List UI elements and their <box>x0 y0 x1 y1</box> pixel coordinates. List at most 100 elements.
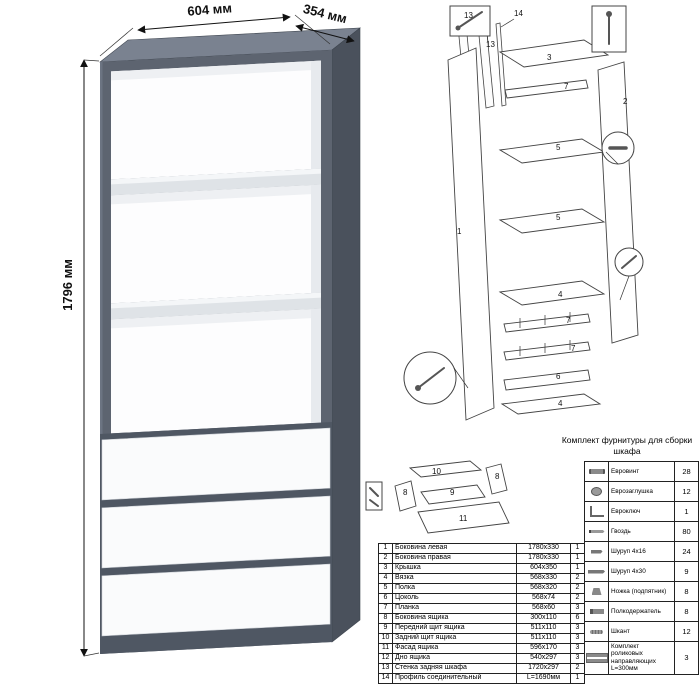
name-cell: Крышка <box>392 563 517 574</box>
part-number-label: 6 <box>556 372 561 381</box>
shelf-compartment <box>111 60 321 180</box>
hexkey-icon <box>589 506 604 517</box>
icon-cell <box>584 481 609 502</box>
name-cell: Шуруп 4x16 <box>608 541 675 562</box>
name-cell: Стенка задняя шкафа <box>392 663 517 674</box>
name-cell: Боковина ящика <box>392 613 517 624</box>
width-dimension: 604 мм <box>99 0 331 57</box>
nail-icon <box>588 530 605 533</box>
part-number-label: 14 <box>514 9 523 18</box>
name-cell: Задний щит ящика <box>392 633 517 644</box>
num-cell: 14 <box>378 673 393 684</box>
size-cell: L=1690мм <box>516 673 571 684</box>
num-cell: 12 <box>378 653 393 664</box>
qty-cell: 24 <box>674 541 699 562</box>
icon-cell <box>584 641 609 675</box>
qty-cell: 80 <box>674 521 699 542</box>
name-cell: Шкант <box>608 621 675 642</box>
cabinet-right-face <box>331 27 361 643</box>
part-number-label: 5 <box>556 143 561 152</box>
qty-cell: 8 <box>674 601 699 622</box>
qty-cell: 6 <box>570 613 585 624</box>
qty-cell: 3 <box>570 623 585 634</box>
name-cell: Цоколь <box>392 593 517 604</box>
qty-cell: 1 <box>674 501 699 522</box>
euroscrew-icon <box>588 469 605 474</box>
part-number-label: 1 <box>457 227 462 236</box>
qty-cell: 1 <box>570 553 585 564</box>
name-cell: Полка <box>392 583 517 594</box>
name-cell: Евровинт <box>608 461 675 482</box>
drawer-front <box>101 563 331 637</box>
num-cell: 8 <box>378 613 393 624</box>
qty-cell: 2 <box>570 573 585 584</box>
icon-cell <box>584 501 609 522</box>
icon-cell <box>584 581 609 602</box>
size-cell: 568x320 <box>516 583 571 594</box>
num-cell: 5 <box>378 583 393 594</box>
height-dimension: 1796 мм <box>60 59 100 657</box>
icon-cell <box>584 521 609 542</box>
num-cell: 6 <box>378 593 393 604</box>
part-number-label: 13 <box>464 11 473 20</box>
foot-icon <box>591 588 602 595</box>
name-cell: Евроключ <box>608 501 675 522</box>
qty-cell: 3 <box>570 633 585 644</box>
part-number-label: 4 <box>558 399 563 408</box>
qty-cell: 3 <box>570 603 585 614</box>
size-cell: 511x110 <box>516 633 571 644</box>
qty-cell: 2 <box>570 663 585 674</box>
qty-cell: 12 <box>674 481 699 502</box>
qty-cell: 3 <box>570 643 585 654</box>
cabinet-front-face <box>100 50 332 655</box>
shelf-compartment <box>111 184 321 304</box>
drawer-front <box>101 495 331 569</box>
dowel-icon <box>590 629 603 634</box>
part-number-label: 3 <box>547 53 552 62</box>
num-cell: 9 <box>378 623 393 634</box>
name-cell: Боковина левая <box>392 543 517 554</box>
qty-cell: 3 <box>674 641 699 675</box>
name-cell: Фасад ящика <box>392 643 517 654</box>
drawer-assembly-diagram: 10 8 9 8 11 <box>365 460 510 534</box>
part-number-label: 10 <box>432 467 441 476</box>
screw30-icon <box>588 569 605 574</box>
name-cell: Комплект роликовых направляющих L=300мм <box>608 641 675 675</box>
part-number-label: 7 <box>564 82 569 91</box>
num-cell: 2 <box>378 553 393 564</box>
part-number-label: 11 <box>459 514 468 523</box>
name-cell: Боковина правая <box>392 553 517 564</box>
size-cell: 596x170 <box>516 643 571 654</box>
num-cell: 13 <box>378 663 393 674</box>
part-number-label: 4 <box>558 290 563 299</box>
size-cell: 568x74 <box>516 593 571 604</box>
hardware-kit-title: Комплект фурнитуры для сборки шкафа <box>561 435 693 456</box>
size-cell: 604x350 <box>516 563 571 574</box>
screw16-icon <box>590 549 603 554</box>
depth-dimension-label: 354 мм <box>302 1 349 26</box>
qty-cell: 8 <box>674 581 699 602</box>
qty-cell: 2 <box>570 593 585 604</box>
num-cell: 11 <box>378 643 393 654</box>
name-cell: Еврозаглушка <box>608 481 675 502</box>
drawer-front <box>101 427 331 501</box>
name-cell: Гвоздь <box>608 521 675 542</box>
